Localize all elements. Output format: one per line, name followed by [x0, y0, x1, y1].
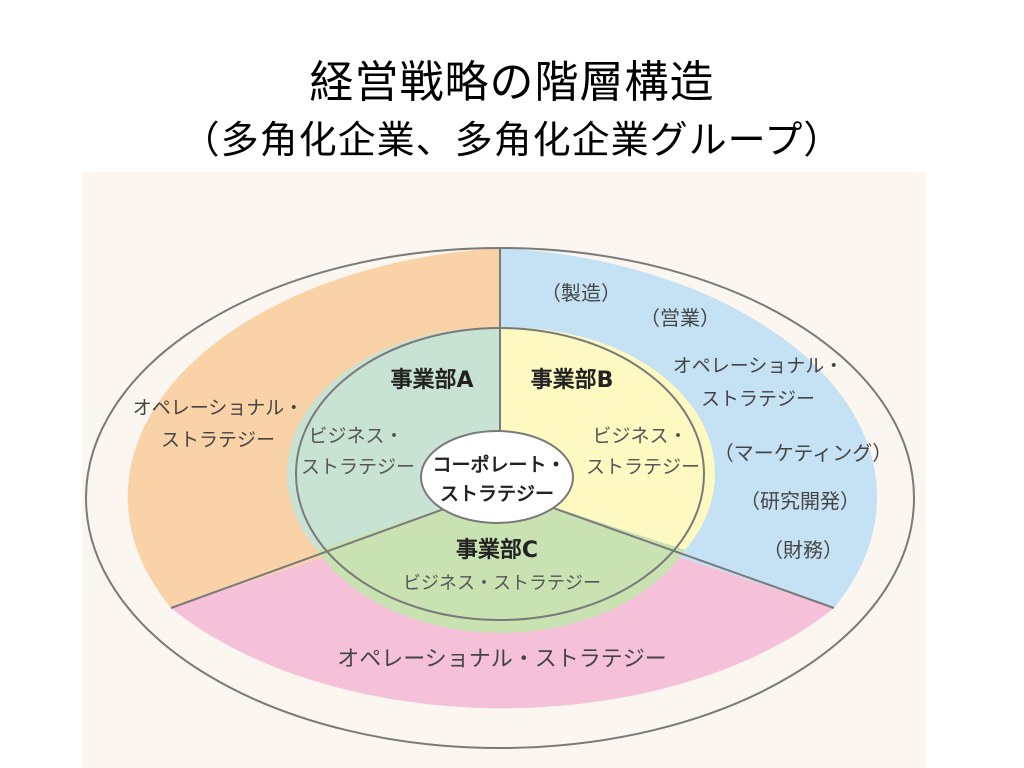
division-b-strategy-line1: ビジネス・	[592, 425, 687, 447]
division-b-name: 事業部B	[531, 367, 614, 393]
function-sales: （営業）	[640, 306, 720, 330]
division-a-strategy-line1: ビジネス・	[308, 425, 403, 447]
left-operational-label-line1: オペレーショナル・	[133, 397, 304, 419]
division-c-sector	[317, 490, 685, 633]
division-a-name: 事業部A	[390, 367, 473, 393]
division-a-strategy-line2: ストラテジー	[301, 456, 415, 478]
divider-lower-right	[544, 504, 835, 609]
division-c-name: 事業部C	[456, 537, 538, 563]
left-operational-label-line2: ストラテジー	[161, 429, 275, 451]
corporate-label-line2: ストラテジー	[440, 483, 554, 505]
slide-title: 経営戦略の階層構造	[309, 57, 715, 108]
corporate-ellipse	[420, 430, 574, 524]
bottom-operational-label: オペレーショナル・ストラテジー	[337, 647, 667, 672]
division-c-strategy: ビジネス・ストラテジー	[403, 573, 601, 594]
divider-lower-left	[170, 504, 456, 609]
function-finance: （財務）	[763, 538, 843, 562]
right-operational-label-line2: ストラテジー	[701, 388, 815, 410]
function-manufacturing: （製造）	[541, 281, 621, 305]
right-operational-label-line1: オペレーショナル・	[673, 355, 844, 377]
slide-subtitle: （多角化企業、多角化企業グループ）	[181, 118, 843, 162]
corporate-label-line1: コーポレート・	[432, 453, 565, 476]
division-b-strategy-line2: ストラテジー	[586, 456, 700, 478]
function-rnd: （研究開発）	[740, 489, 860, 513]
function-marketing: （マーケティング）	[714, 441, 892, 465]
